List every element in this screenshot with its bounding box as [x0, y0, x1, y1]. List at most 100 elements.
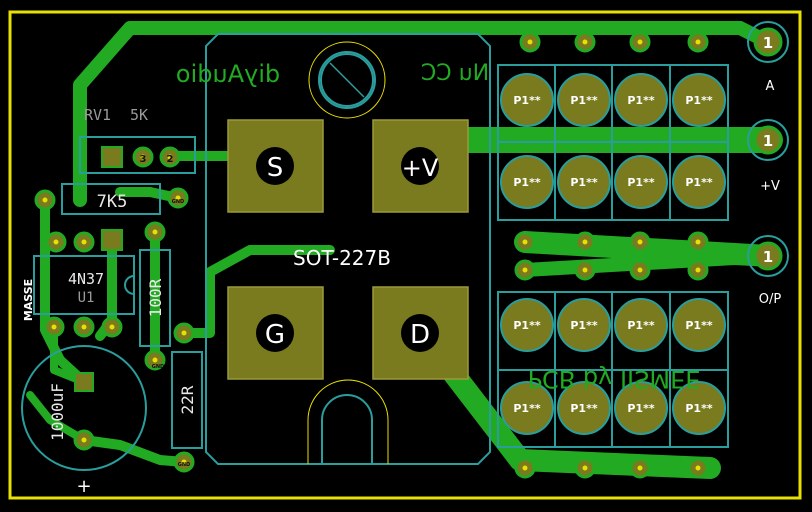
rv1-value: 5K — [130, 106, 148, 124]
cap-plus: + — [76, 476, 91, 497]
u1-notch — [124, 275, 135, 295]
u1-pin1 — [101, 229, 123, 251]
diyaudio-mirrored: diyAudio — [176, 60, 280, 88]
r22-outline — [171, 351, 203, 449]
led-pad — [614, 381, 668, 435]
cap-pin1 — [74, 372, 94, 392]
out-a-label: A — [766, 79, 775, 94]
led-label: P1** — [685, 176, 712, 189]
conn-op-pin: 1 — [763, 248, 773, 266]
led-pad — [614, 298, 668, 352]
drill-hole — [175, 195, 181, 201]
led-pads: P1** P1** P1** P1** P1** P1** P1** P1** P1** P1**… — [500, 73, 726, 435]
led-label: P1** — [513, 176, 540, 189]
drill-hole — [167, 154, 173, 160]
drill-hole — [522, 465, 528, 471]
led-pad — [557, 73, 611, 127]
out-v-label: +V — [760, 179, 780, 194]
drill-hole — [81, 324, 87, 330]
drill-hole — [51, 324, 57, 330]
led-pad — [614, 155, 668, 209]
pad-drain-plus-label: +V — [402, 154, 439, 182]
led-label: P1** — [513, 319, 540, 332]
led-label: P1** — [685, 94, 712, 107]
led-pad — [500, 155, 554, 209]
drill-hole — [582, 267, 588, 273]
out-op-label: O/P — [759, 292, 782, 307]
led-label: P1** — [685, 319, 712, 332]
drill-hole — [522, 239, 528, 245]
drill-hole — [522, 267, 528, 273]
drill-hole — [637, 465, 643, 471]
u1-value: 4N37 — [68, 270, 104, 288]
right-connectors — [747, 21, 789, 277]
drill-hole — [81, 239, 87, 245]
u1-ref: U1 — [78, 290, 95, 306]
rv1-pin3-label: 3 — [140, 154, 147, 165]
rv1-ref: RV1 — [84, 106, 111, 124]
led-array-bottom — [497, 291, 729, 448]
drill-hole — [695, 465, 701, 471]
led-pad — [672, 155, 726, 209]
led-label: P1** — [570, 402, 597, 415]
drill-hole — [152, 357, 158, 363]
rv1-pin2-label: 2 — [167, 154, 174, 165]
led-pad — [500, 381, 554, 435]
drill-hole — [637, 239, 643, 245]
led-label: P1** — [685, 402, 712, 415]
r7k5-outline — [61, 183, 161, 215]
r7k5-label: 7K5 — [97, 192, 128, 212]
pad-drain-label: D — [410, 320, 430, 350]
rv1-pin1 — [101, 146, 123, 168]
led-label: P1** — [513, 402, 540, 415]
led-pad — [557, 155, 611, 209]
small-pads — [34, 31, 709, 479]
drill-hole — [582, 39, 588, 45]
led-label: P1** — [627, 319, 654, 332]
drill-hole — [53, 239, 59, 245]
led-pad — [500, 73, 554, 127]
rv1-outline — [79, 136, 196, 174]
drill-hole — [582, 465, 588, 471]
r100-label: 100R — [146, 278, 165, 317]
led-array-top — [497, 64, 729, 221]
r22-label: 22R — [178, 385, 197, 414]
drill-hole — [152, 229, 158, 235]
drill-hole — [637, 267, 643, 273]
sot227-pads — [227, 119, 469, 380]
drill-hole — [695, 267, 701, 273]
r7k5-gnd: GND — [172, 199, 184, 205]
drill-hole — [181, 330, 187, 336]
drill-hole — [181, 459, 187, 465]
drill-hole — [81, 437, 87, 443]
led-label: P1** — [570, 319, 597, 332]
drill-hole — [527, 39, 533, 45]
led-label: P1** — [570, 176, 597, 189]
conn-v-pin: 1 — [763, 132, 773, 150]
led-label: P1** — [627, 94, 654, 107]
masse-label: MASSE — [22, 279, 35, 321]
drill-hole — [42, 197, 48, 203]
drill-hole — [582, 239, 588, 245]
nucc-mirrored: Nu CC — [421, 61, 489, 86]
led-pad — [672, 381, 726, 435]
cap-outline — [21, 345, 147, 471]
led-label: P1** — [627, 176, 654, 189]
r100-gnd: GND — [152, 364, 164, 370]
drill-hole — [109, 324, 115, 330]
board-edge — [8, 10, 802, 500]
led-pad — [672, 73, 726, 127]
conn-a-pin: 1 — [763, 34, 773, 52]
drill-hole — [140, 154, 146, 160]
drill-hole — [695, 39, 701, 45]
led-label: P1** — [513, 94, 540, 107]
pcb-by-mirrored: PCB by IISMEE — [528, 365, 701, 393]
r100-outline — [139, 249, 171, 347]
cap-value: 1000uF — [48, 383, 67, 441]
package-label: SOT-227B — [293, 246, 391, 270]
sot227-outline — [205, 33, 491, 465]
led-pad — [500, 298, 554, 352]
led-pad — [614, 73, 668, 127]
pad-gate-label: G — [265, 320, 285, 350]
